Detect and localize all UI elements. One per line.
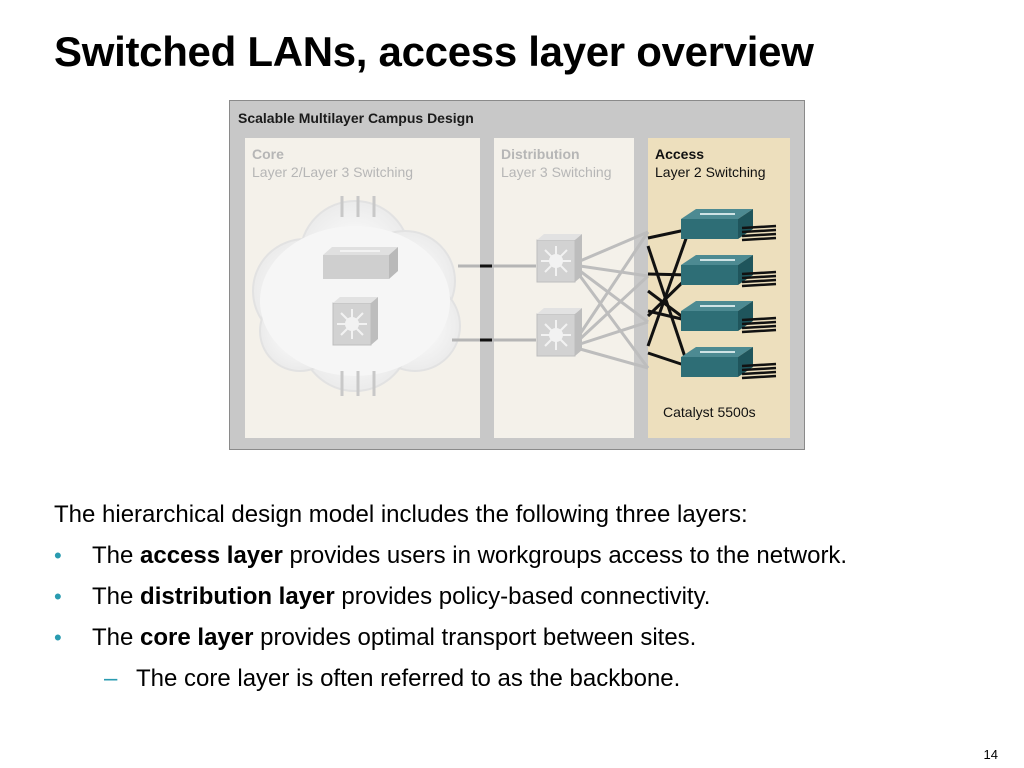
bullet-term: distribution layer bbox=[140, 583, 335, 610]
access-panel bbox=[648, 138, 790, 438]
bullet-suffix: provides policy-based connectivity. bbox=[334, 583, 711, 610]
core-label-name: Core bbox=[252, 146, 284, 162]
distribution-label-name: Distribution bbox=[501, 146, 580, 162]
bullet-suffix: provides optimal transport between sites… bbox=[253, 624, 697, 651]
layer-bullet-list: • The access layer provides users in work… bbox=[54, 535, 1014, 658]
access-switch-icon bbox=[681, 255, 777, 288]
bullet-access-layer: • The access layer provides users in work… bbox=[54, 535, 1014, 576]
access-switch-label: Catalyst 5500s bbox=[663, 404, 756, 420]
core-label-description: Layer 2/Layer 3 Switching bbox=[252, 164, 414, 180]
sub-bullet-text: The core layer is often referred to as t… bbox=[136, 665, 681, 692]
sub-bullet-backbone: –The core layer is often referred to as … bbox=[54, 658, 1014, 699]
core-switch-icon bbox=[323, 247, 398, 279]
bullet-term: core layer bbox=[140, 624, 254, 651]
network-diagram bbox=[245, 138, 790, 438]
slide-body: The hierarchical design model includes t… bbox=[54, 494, 1014, 699]
bullet-icon: • bbox=[54, 543, 62, 568]
slide-title: Switched LANs, access layer overview bbox=[54, 28, 814, 75]
bullet-core-layer: • The core layer provides optimal transpo… bbox=[54, 617, 1014, 658]
distribution-panel bbox=[494, 138, 634, 438]
bullet-icon: • bbox=[54, 625, 62, 650]
sub-bullet-list: –The core layer is often referred to as … bbox=[54, 658, 1014, 699]
core-label: Core Layer 2/Layer 3 Switching bbox=[252, 145, 413, 181]
dash-icon: – bbox=[104, 665, 118, 692]
core-router-icon bbox=[332, 297, 378, 346]
bullet-prefix: The bbox=[92, 583, 141, 610]
campus-design-figure: Scalable Multilayer Campus Design Core L… bbox=[229, 100, 805, 450]
core-distribution-links bbox=[452, 264, 536, 342]
access-switch-icon bbox=[681, 301, 777, 334]
bullet-prefix: The bbox=[92, 624, 141, 651]
bullet-term: access layer bbox=[140, 542, 283, 569]
figure-title: Scalable Multilayer Campus Design bbox=[238, 110, 474, 126]
distribution-router-icon bbox=[536, 308, 582, 357]
core-uplink-lines bbox=[340, 196, 376, 396]
distribution-label: Distribution Layer 3 Switching bbox=[501, 145, 612, 181]
page-number: 14 bbox=[983, 747, 998, 762]
access-label-name: Access bbox=[655, 146, 705, 162]
access-label-description: Layer 2 Switching bbox=[655, 164, 766, 180]
intro-text: The hierarchical design model includes t… bbox=[54, 501, 748, 528]
core-cloud bbox=[252, 200, 461, 392]
access-switch-icon bbox=[681, 347, 777, 380]
bullet-distribution-layer: • The distribution layer provides policy-… bbox=[54, 576, 1014, 617]
bullet-icon: • bbox=[54, 584, 62, 609]
bullet-suffix: provides users in workgroups access to t… bbox=[282, 542, 848, 569]
distribution-router-icon bbox=[536, 234, 582, 283]
access-switch-icon bbox=[681, 209, 777, 242]
bullet-prefix: The bbox=[92, 542, 141, 569]
access-label: Access Layer 2 Switching bbox=[655, 145, 766, 181]
distribution-label-description: Layer 3 Switching bbox=[501, 164, 612, 180]
